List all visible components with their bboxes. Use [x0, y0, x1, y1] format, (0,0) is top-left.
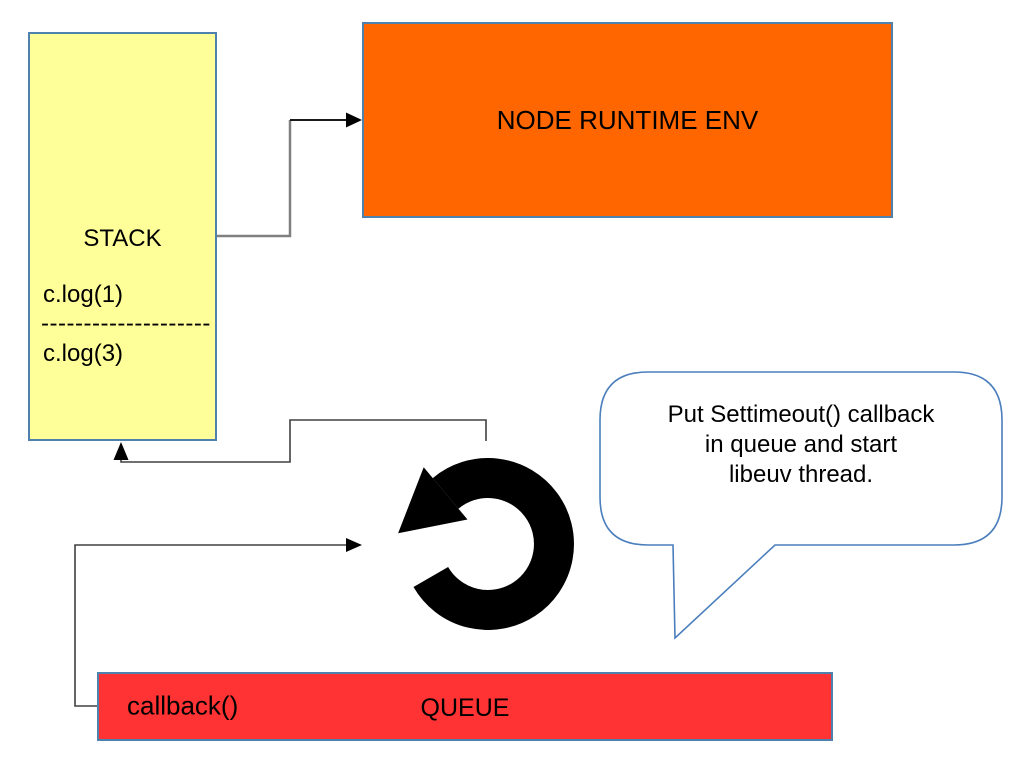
stack-divider: -------------------- [41, 310, 211, 337]
stack-box: STACK c.log(1) -------------------- c.lo… [28, 32, 217, 441]
callout-text-line-3: libeuv thread. [728, 461, 874, 488]
arrow-stack-to-runtime [217, 112, 362, 238]
queue-title: QUEUE [420, 693, 510, 722]
node-runtime-label: NODE RUNTIME ENV [496, 104, 759, 135]
callout-text: Put Settimeout() callback in queue and s… [620, 400, 982, 490]
callout-text-line-2: in queue and start [704, 431, 898, 458]
event-loop-icon [398, 458, 574, 630]
stack-frame-clog1: c.log(1) [43, 281, 124, 308]
loop-arrowhead [398, 467, 468, 534]
callout-text-line-1: Put Settimeout() callback [667, 401, 935, 428]
stack-title: STACK [83, 225, 162, 252]
queue-box: callback() QUEUE [97, 672, 833, 741]
node-runtime-box: NODE RUNTIME ENV [362, 22, 893, 218]
loop-ring [413, 458, 574, 630]
stack-frame-clog3: c.log(3) [43, 340, 124, 367]
